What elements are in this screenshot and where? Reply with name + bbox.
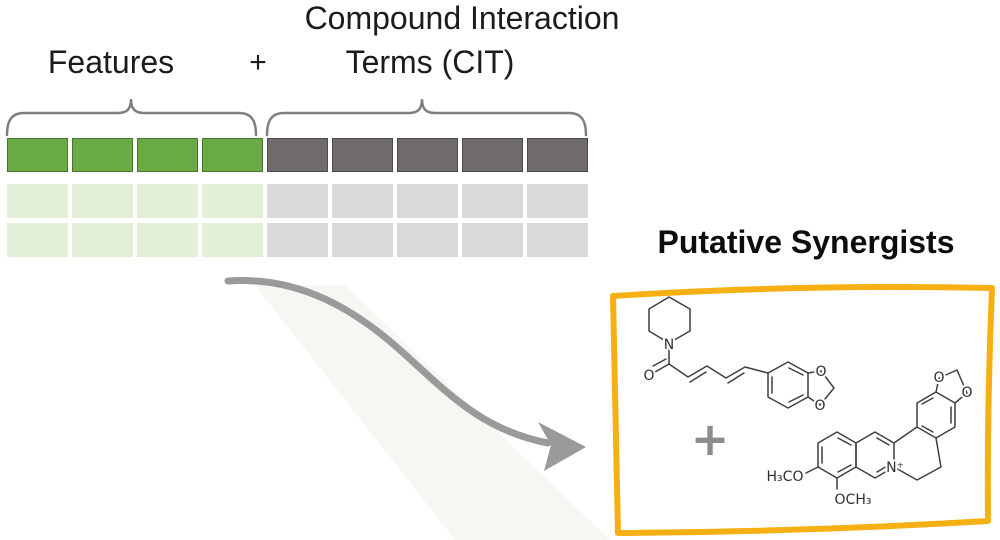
aromatic-bond (876, 464, 890, 473)
flow-arrow-head (538, 422, 586, 471)
cit-cell-r0c4 (267, 138, 328, 172)
methoxy-label: OCH₃ (835, 492, 872, 508)
synergists-box (610, 284, 995, 536)
cit-cell-r2c4 (267, 223, 328, 257)
dioxole-ring (807, 370, 835, 406)
cit-cell-r1c8 (527, 184, 588, 218)
feature-cell-r2c2 (137, 223, 198, 257)
nitrogen-label: N (664, 337, 674, 353)
feature-cell-r2c3 (202, 223, 263, 257)
cit-cell-r0c5 (332, 138, 393, 172)
cit-cell-r1c5 (332, 184, 393, 218)
methoxy-bond (805, 466, 819, 474)
dioxole-ring (935, 369, 968, 404)
cit-cell-r2c5 (332, 223, 393, 257)
oxygen-label: O (643, 368, 654, 384)
oxygen-label: O (933, 370, 944, 386)
aromatic-bond (837, 464, 852, 473)
plus-icon: + (691, 412, 730, 466)
cit-cell-r1c4 (267, 184, 328, 218)
feature-cell-r1c1 (72, 184, 133, 218)
oxygen-label: O (814, 398, 825, 414)
aromatic-bond (921, 425, 934, 433)
piperine-structure: N O O O (641, 296, 835, 416)
cit-cell-r0c7 (462, 138, 523, 172)
oxygen-label: O (961, 385, 972, 401)
matrix-data-row (7, 184, 588, 218)
feature-cell-r2c1 (72, 223, 133, 257)
chain-double-bond-1 (689, 371, 707, 383)
aromatic-bond (876, 437, 890, 446)
flow-arrow (224, 277, 552, 447)
feature-cell-r0c0 (7, 138, 68, 172)
feature-cell-r1c2 (137, 184, 198, 218)
cit-cell-r2c6 (397, 223, 458, 257)
carbonyl-double-bond (652, 358, 667, 367)
features-brace (5, 98, 258, 137)
carbonyl-bond (654, 363, 670, 373)
ethylene-bridge-ring (893, 426, 942, 481)
cit-cell-r2c7 (462, 223, 523, 257)
feature-cell-r0c3 (202, 138, 263, 172)
methoxy-label: H₃CO (767, 469, 804, 485)
cit-cell-r1c6 (397, 184, 458, 218)
cit-cell-r1c7 (462, 184, 523, 218)
aromatic-bond (788, 367, 804, 376)
feature-cell-r2c0 (7, 223, 68, 257)
matrix-data-row (7, 223, 588, 257)
matrix-header-row (7, 138, 588, 172)
cit-cell-r0c6 (397, 138, 458, 172)
feature-cell-r0c1 (72, 138, 133, 172)
aromatic-bond (788, 394, 804, 403)
feature-cell-r0c2 (137, 138, 198, 172)
cit-cell-r0c8 (527, 138, 588, 172)
feature-cell-r1c3 (202, 184, 263, 218)
diene-chain (668, 363, 769, 379)
nitrogen-label: N⁺ (886, 460, 904, 476)
aromatic-bond (921, 397, 934, 405)
feature-cit-matrix (7, 138, 588, 257)
aromatic-bond (837, 437, 852, 446)
feature-cell-r1c0 (7, 184, 68, 218)
cit-brace (265, 98, 588, 137)
background-band (255, 285, 610, 540)
cit-cell-r2c8 (527, 223, 588, 257)
berberine-structure: H₃CO OCH₃ N⁺ O O (765, 368, 975, 510)
oxygen-label: O (815, 364, 826, 380)
chain-double-bond-2 (727, 372, 745, 384)
